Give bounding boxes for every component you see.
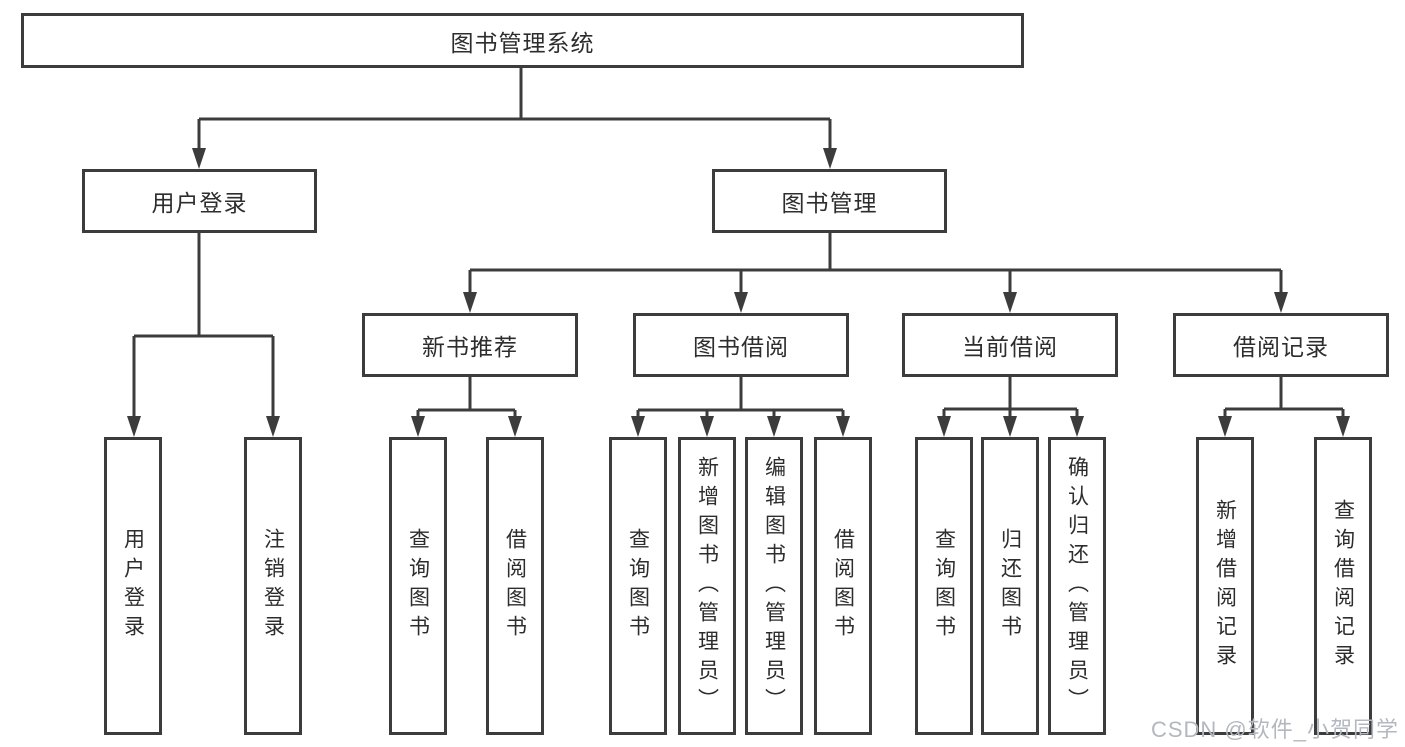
leaf-bb-add-books-admin: 新增图书（管理员） [678, 437, 736, 735]
leaf-label: 借阅图书 [831, 528, 855, 644]
leaf-label: 查询图书 [406, 528, 430, 644]
node-new-book-recommend: 新书推荐 [362, 313, 578, 377]
leaf-nbr-query-books: 查询图书 [389, 437, 447, 735]
node-label: 图书借阅 [693, 334, 789, 360]
node-book-management: 图书管理 [712, 169, 947, 233]
leaf-user-login: 用户登录 [104, 437, 162, 735]
leaf-br-add-record: 新增借阅记录 [1196, 437, 1254, 735]
leaf-label: 借阅图书 [503, 528, 527, 644]
leaf-label: 查询图书 [932, 528, 956, 644]
leaf-label: 查询图书 [626, 528, 650, 644]
leaf-bb-query-books: 查询图书 [609, 437, 667, 735]
node-label: 用户登录 [151, 190, 248, 216]
node-book-borrowing: 图书借阅 [633, 313, 849, 377]
node-label: 图书管理 [781, 190, 878, 216]
leaf-label: 用户登录 [121, 528, 145, 644]
leaf-cb-query-books: 查询图书 [915, 437, 973, 735]
leaf-label: 新增图书（管理员） [695, 455, 719, 717]
leaf-bb-borrow-books: 借阅图书 [814, 437, 872, 735]
leaf-label: 编辑图书（管理员） [762, 455, 786, 717]
node-label: 借阅记录 [1233, 334, 1329, 360]
leaf-label: 查询借阅记录 [1331, 499, 1355, 673]
leaf-label: 确认归还（管理员） [1065, 455, 1089, 717]
leaf-bb-edit-books-admin: 编辑图书（管理员） [745, 437, 803, 735]
leaf-br-query-record: 查询借阅记录 [1314, 437, 1372, 735]
leaf-label: 归还图书 [998, 528, 1022, 644]
node-borrowing-records: 借阅记录 [1173, 313, 1389, 377]
node-label: 图书管理系统 [450, 29, 595, 56]
leaf-nbr-borrow-books: 借阅图书 [486, 437, 544, 735]
leaf-cb-return-books: 归还图书 [981, 437, 1039, 735]
node-root: 图书管理系统 [21, 13, 1024, 68]
leaf-label: 新增借阅记录 [1213, 499, 1237, 673]
node-current-borrowing: 当前借阅 [902, 313, 1118, 377]
node-label: 当前借阅 [962, 334, 1058, 360]
leaf-logout: 注销登录 [244, 437, 302, 735]
node-user-login: 用户登录 [82, 169, 317, 233]
leaf-cb-confirm-return-admin: 确认归还（管理员） [1048, 437, 1106, 735]
leaf-label: 注销登录 [261, 528, 285, 644]
node-label: 新书推荐 [422, 334, 518, 360]
